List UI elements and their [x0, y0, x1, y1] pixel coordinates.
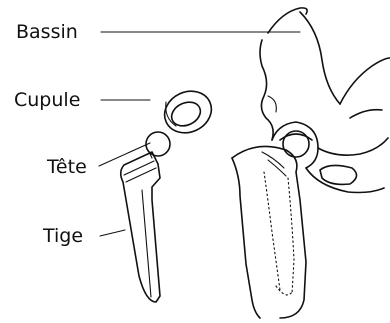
implanted-femur — [232, 131, 312, 318]
stem-component — [121, 152, 160, 302]
leader-lines — [99, 32, 300, 236]
leader-line-stem — [100, 230, 125, 236]
cup-component — [158, 84, 218, 141]
head-component — [146, 132, 170, 158]
leader-line-head — [99, 143, 150, 166]
pelvis-bone — [260, 8, 390, 193]
